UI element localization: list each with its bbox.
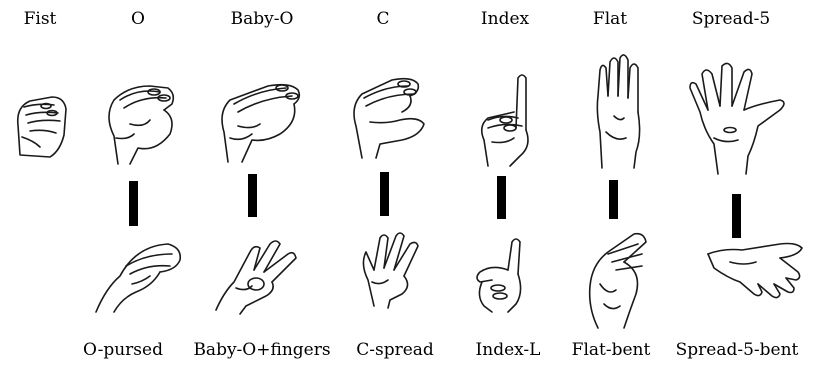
label-flat-bent: Flat-bent xyxy=(572,342,651,359)
label-fist: Fist xyxy=(24,11,57,28)
c-spread-hand-icon xyxy=(350,230,430,310)
label-baby-o-fingers: Baby-O+fingers xyxy=(193,342,330,359)
o-pursed-hand-icon xyxy=(86,236,186,316)
connector-bar-baby-o xyxy=(248,174,257,217)
spread-5-hand-icon xyxy=(684,60,794,180)
label-baby-o: Baby-O xyxy=(231,11,294,28)
flat-bent-hand-icon xyxy=(578,224,658,334)
baby-o-hand-icon xyxy=(208,76,308,166)
label-c: C xyxy=(376,11,389,28)
label-flat: Flat xyxy=(593,11,627,28)
connector-bar-flat xyxy=(609,180,618,219)
fist-hand-icon xyxy=(8,85,72,165)
flat-hand-icon xyxy=(590,52,650,172)
connector-bar-c xyxy=(380,172,389,216)
baby-o-fingers-hand-icon xyxy=(206,226,306,316)
label-o-pursed: O-pursed xyxy=(83,342,163,359)
label-spread-5: Spread-5 xyxy=(692,11,770,28)
connector-bar-spread-5 xyxy=(732,194,741,238)
index-hand-icon xyxy=(474,70,544,170)
connector-bar-o xyxy=(129,181,138,226)
label-o: O xyxy=(131,11,145,28)
connector-bar-index xyxy=(497,176,506,219)
index-l-hand-icon xyxy=(468,234,538,314)
spread-5-bent-hand-icon xyxy=(700,234,810,304)
label-index-l: Index-L xyxy=(476,342,541,359)
label-c-spread: C-spread xyxy=(356,342,434,359)
label-spread-5-bent: Spread-5-bent xyxy=(676,342,799,359)
o-hand-icon xyxy=(94,78,184,168)
label-index: Index xyxy=(481,11,529,28)
c-hand-icon xyxy=(342,72,432,162)
